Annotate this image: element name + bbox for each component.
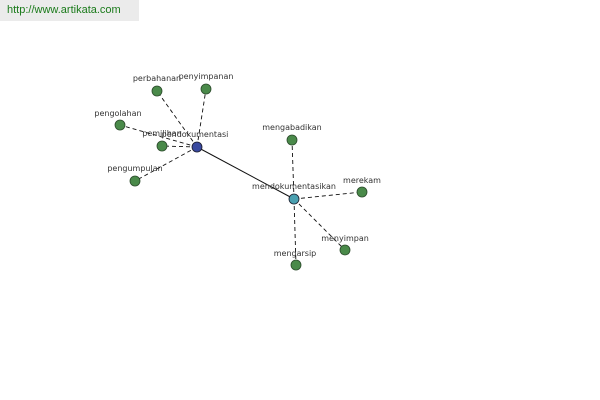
label-pengumpulan: pengumpulan bbox=[107, 164, 162, 173]
edge-mengabadikan bbox=[291, 139, 295, 200]
hub-pendokumentasi[interactable] bbox=[191, 141, 203, 153]
graph-nodes bbox=[114, 83, 368, 271]
source-url[interactable]: http://www.artikata.com bbox=[0, 0, 139, 21]
label-pengolahan: pengolahan bbox=[94, 109, 141, 118]
node-pemilihan[interactable] bbox=[156, 140, 168, 152]
node-merekam[interactable] bbox=[356, 186, 368, 198]
edge-merekam bbox=[293, 191, 363, 200]
label-menyimpan: menyimpan bbox=[321, 234, 369, 243]
node-menyimpan[interactable] bbox=[339, 244, 351, 256]
node-pengolahan[interactable] bbox=[114, 119, 126, 131]
label-penyimpanan: penyimpanan bbox=[179, 72, 234, 81]
edge-pengumpulan bbox=[134, 146, 198, 182]
label-pendokumentasi: pendokumentasi bbox=[162, 130, 229, 139]
edge-pengolahan bbox=[119, 124, 198, 148]
label-mengarsip: mengarsip bbox=[274, 249, 317, 258]
label-mengabadikan: mengabadikan bbox=[262, 123, 322, 132]
node-penyimpanan[interactable] bbox=[200, 83, 212, 95]
label-mendokumentasikan: mendokumentasikan bbox=[252, 182, 336, 191]
hub-link-edge bbox=[196, 146, 295, 200]
hub-mendokumentasikan[interactable] bbox=[288, 193, 300, 205]
edge-menyimpan bbox=[293, 198, 346, 251]
node-mengabadikan[interactable] bbox=[286, 134, 298, 146]
label-perbahanan: perbahanan bbox=[133, 74, 181, 83]
edge-pemilihan bbox=[161, 145, 198, 148]
node-pengumpulan[interactable] bbox=[129, 175, 141, 187]
edge-perbahanan bbox=[156, 90, 198, 148]
node-perbahanan[interactable] bbox=[151, 85, 163, 97]
label-merekam: merekam bbox=[343, 176, 381, 185]
node-mengarsip[interactable] bbox=[290, 259, 302, 271]
edge-penyimpanan bbox=[196, 88, 207, 148]
label-pemilihan: pemilihan bbox=[142, 129, 182, 138]
graph-edges bbox=[119, 88, 363, 266]
